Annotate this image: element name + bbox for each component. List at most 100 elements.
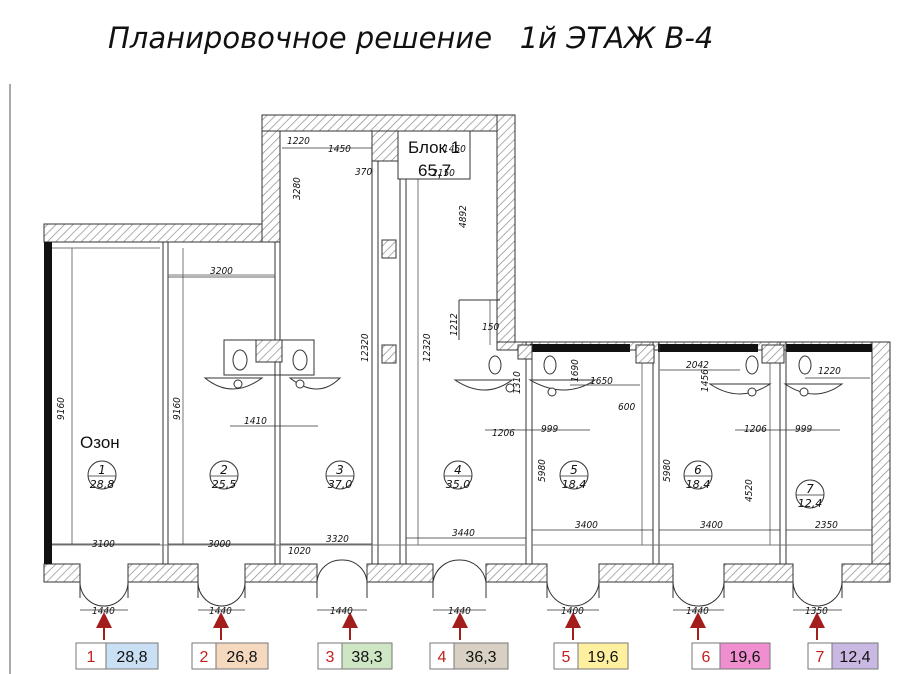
room-6-number: 6 [694,463,702,477]
dim-1220-b: 1220 [818,366,841,377]
dim-4520: 4520 [744,479,755,502]
legend-1-num: 1 [87,649,96,666]
legend-3-num-box [317,642,343,670]
legend-6-num-box [691,642,721,670]
legend-7-value-box [831,642,879,670]
legend-4-num: 4 [438,649,447,666]
legend-5-value-box [577,642,629,670]
top-window-strip-5 [530,344,630,352]
dim-2350: 2350 [815,520,838,531]
legend-7-num: 7 [816,649,825,666]
legend-1-num-box [75,642,107,670]
block-label-box [397,130,471,180]
legend-6-value-box [719,642,771,670]
legend-7-num-box [807,642,833,670]
dim-12320-b: 12320 [422,333,433,362]
tenant-label-ozon: Озон [80,433,120,452]
dim-2150: 2150 [432,168,455,179]
wall-pillars [255,130,785,364]
room-1-number: 1 [98,463,106,477]
legend-3-value: 38,3 [351,649,382,666]
room-2-number: 2 [220,463,228,477]
dim-3000: 3000 [208,539,231,550]
dim-1310: 1310 [512,371,523,394]
door-dim-6: 1440 [686,606,709,617]
room-markers [87,460,825,509]
left-window-strip [44,242,52,564]
dim-3280: 3280 [292,177,303,200]
sanitary-fixtures [203,339,844,397]
block-value: 65,7 [418,161,451,180]
room-5-area: 18,4 [562,478,587,491]
room-3-area: 37,0 [328,478,353,491]
dim-2042: 2042 [686,360,709,371]
legend: 1 28,8 2 26,8 3 38,3 4 36,3 5 19,6 6 19,… [75,642,879,670]
dim-3440: 3440 [452,528,475,539]
dimension-texts: 1220 1450 370 1450 2150 3280 4892 3200 9… [56,136,841,617]
dim-999-a: 999 [541,424,558,435]
dim-5980-b: 5980 [662,459,673,482]
dim-9160-a: 9160 [56,397,67,420]
legend-2-value: 26,8 [226,649,257,666]
dim-12320-a: 12320 [360,333,371,362]
legend-2-num: 2 [200,649,209,666]
room-7-number: 7 [806,482,814,496]
legend-2-value-box [215,642,269,670]
legend-3-value-box [341,642,393,670]
top-window-strip-7 [786,344,872,352]
dim-1690: 1690 [570,359,581,382]
dim-1456: 1456 [700,369,711,392]
door-dim-3: 1440 [330,606,353,617]
door-dim-7: 1350 [805,606,828,617]
room-2-area: 25,5 [212,478,237,491]
dim-4892: 4892 [458,205,469,228]
dim-3200: 3200 [210,266,233,277]
dim-1206-a: 1206 [492,428,515,439]
dim-3100: 3100 [92,539,115,550]
entry-arrows [96,612,825,640]
dim-1212: 1212 [449,313,460,336]
top-window-strip-6 [658,344,758,352]
dim-1410: 1410 [244,416,267,427]
legend-5-value: 19,6 [587,649,618,666]
room-3-number: 3 [336,463,344,477]
legend-5-num: 5 [562,649,571,666]
door-dim-1: 1440 [92,606,115,617]
legend-4-value: 36,3 [465,649,496,666]
legend-7-value: 12,4 [839,649,870,666]
legend-6-num: 6 [702,649,711,666]
room-4-area: 35,0 [446,478,471,491]
door-dim-4: 1440 [448,606,471,617]
legend-1-value-box [105,642,159,670]
partitions [52,131,872,564]
dim-3400-a: 3400 [575,520,598,531]
plan-title: Планировочное решение 1й ЭТАЖ В-4 [108,21,713,55]
dim-1450: 1450 [328,144,351,155]
dim-600: 600 [618,402,635,413]
dim-370: 370 [355,167,372,178]
dim-1450-b: 1450 [443,144,466,155]
room-1-area: 28,8 [90,478,115,491]
legend-6-value: 19,6 [729,649,760,666]
legend-4-num-box [429,642,455,670]
legend-3-num: 3 [326,649,335,666]
room-marker-dividers [88,475,824,496]
legend-1-value: 28,8 [116,649,147,666]
dim-1220-top: 1220 [287,136,310,147]
dim-1206-b: 1206 [744,424,767,435]
dim-5980-a: 5980 [537,459,548,482]
dim-9160-b: 9160 [172,397,183,420]
door-dim-5: 1400 [561,606,584,617]
dim-3320: 3320 [326,534,349,545]
dim-150: 150 [482,322,499,333]
dim-999-b: 999 [795,424,812,435]
door-dim-2: 1440 [209,606,232,617]
dim-1650: 1650 [590,376,613,387]
room-5-number: 5 [570,463,578,477]
block-label: Блок 1 [408,138,460,157]
dimension-lines [52,147,872,545]
dim-3400-b: 3400 [700,520,723,531]
dim-1020: 1020 [288,546,311,557]
